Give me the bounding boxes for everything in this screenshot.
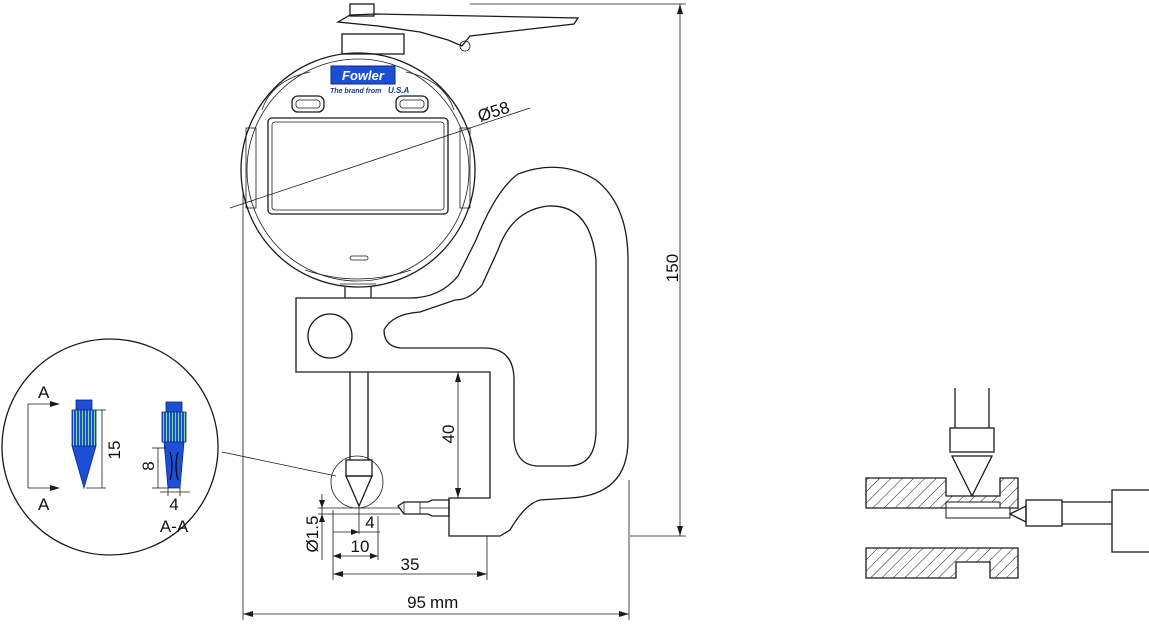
width-unit-label: mm xyxy=(430,593,458,612)
dial-diameter-label: Ø58 xyxy=(475,98,511,126)
dimension-lines: Ø58 150 40 95 mm 35 10 xyxy=(221,3,686,620)
flat-width-label: 4 xyxy=(169,495,178,514)
tip-height-label: 15 xyxy=(105,441,124,460)
brand-origin: U.S.A xyxy=(388,86,410,95)
width-label: 95 xyxy=(407,593,426,612)
offset-10-label: 10 xyxy=(351,537,370,556)
brand-logo xyxy=(330,65,396,85)
throat-label: 40 xyxy=(439,425,458,444)
gauge-body: Fowler The brand from U.S.A xyxy=(240,3,629,537)
flat-height-label: 8 xyxy=(139,461,158,470)
brand-logo-text: Fowler xyxy=(342,68,385,83)
section-view xyxy=(865,388,1149,579)
reach-label: 35 xyxy=(401,555,420,574)
section-marker-bottom: A xyxy=(38,495,50,514)
section-marker-top: A xyxy=(38,383,50,402)
detail-view: A A 15 8 4 A-A xyxy=(1,338,219,556)
height-label: 150 xyxy=(663,254,682,282)
anvil-diameter-label: Ø1.5 xyxy=(303,516,322,553)
offset-4-label: 4 xyxy=(365,513,374,532)
section-label: A-A xyxy=(160,517,189,536)
brand-tagline: The brand from xyxy=(330,88,381,95)
